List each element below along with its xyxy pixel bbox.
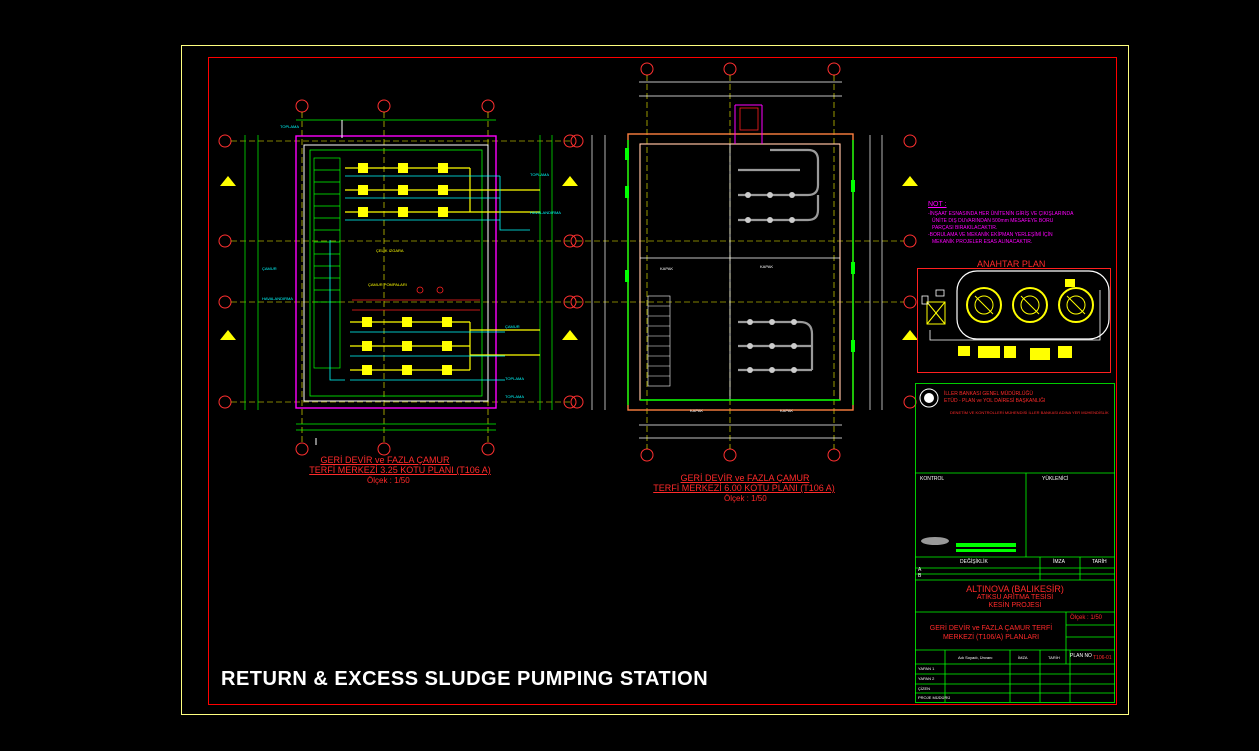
svg-text:TOPLAMA: TOPLAMA bbox=[280, 124, 299, 129]
drawing-banner-title: RETURN & EXCESS SLUDGE PUMPING STATION bbox=[221, 668, 709, 690]
project-type: KESİN PROJESİ bbox=[988, 602, 1042, 609]
svg-text:KAPAK: KAPAK bbox=[780, 408, 793, 413]
drawing-title-2: MERKEZİ (T106/A) PLANLARI bbox=[942, 634, 1040, 641]
left-plan-title-1: GERİ DEVİR ve FAZLA ÇAMUR bbox=[320, 455, 450, 465]
right-plan-title-1: GERİ DEVİR ve FAZLA ÇAMUR bbox=[680, 473, 810, 483]
svg-text:ÇELİK IZGARA: ÇELİK IZGARA bbox=[376, 248, 404, 253]
note-line-3: PARÇASI BIRAKILACAKTIR. bbox=[932, 225, 998, 231]
right-plan-scale: Ölçek : 1/50 bbox=[724, 494, 767, 503]
left-plan: TOPLAMA TOPLAMA HAVALANDIRMA ÇAMUR HAVALAN… bbox=[218, 99, 584, 456]
yapan-1-label: YAPAN 1 bbox=[918, 666, 935, 671]
signatory-col-date: TARİH bbox=[1048, 655, 1060, 660]
title-block-scale: Ölçek : 1/50 bbox=[1070, 615, 1103, 621]
note-line-1: -İNŞAAT ESNASINDA HER ÜNİTENİN GİRİŞ VE … bbox=[928, 211, 1074, 217]
plan-no-value: T106-01 bbox=[1093, 655, 1112, 661]
tarih-header: TARİH bbox=[1092, 559, 1107, 565]
plan-no-label: PLAN NO bbox=[1070, 653, 1092, 659]
outer-frame bbox=[181, 45, 1129, 715]
svg-text:HAVALANDIRMA: HAVALANDIRMA bbox=[530, 210, 561, 215]
note-line-5: MEKANİK PROJELER ESAS ALINACAKTIR. bbox=[932, 239, 1033, 245]
inner-frame bbox=[208, 57, 1117, 705]
org-logo bbox=[919, 388, 939, 408]
org-note: DENETİM VE KONTROLLERİ MÜHENDİSİ İLLER B… bbox=[950, 410, 1109, 415]
degisiklik-header: DEĞİŞİKLİK bbox=[960, 559, 988, 565]
drawing-title-1: GERİ DEVİR ve FAZLA ÇAMUR TERFİ bbox=[929, 625, 1053, 632]
signatory-col-name: Adı Soyadı, Ünvanı bbox=[958, 655, 993, 660]
title-block-frame bbox=[915, 383, 1115, 703]
right-plan-title-2: TERFİ MERKEZİ 6.00 KOTU PLANI (T106 A) bbox=[653, 483, 835, 493]
yapan-2-label: YAPAN 2 bbox=[918, 676, 935, 681]
key-plan bbox=[917, 268, 1111, 373]
imza-header: İMZA bbox=[1053, 559, 1065, 565]
org-name-1: İLLER BANKASI GENEL MÜDÜRLÜĞÜ bbox=[944, 391, 1034, 397]
note-line-2: ÜNİTE DIŞ DUVARINDAN 500mm MESAFEYE BORU bbox=[932, 218, 1054, 224]
left-plan-scale: Ölçek : 1/50 bbox=[367, 476, 410, 485]
note-line-4: -BORULAMA VE MEKANİK EKİPMAN YERLEŞİMİ İ… bbox=[928, 232, 1053, 238]
svg-text:ÇAMUR: ÇAMUR bbox=[505, 324, 520, 329]
svg-text:ÇAMUR: ÇAMUR bbox=[262, 266, 277, 271]
signatory-col-sign: İMZA bbox=[1018, 655, 1028, 660]
revision-b: B bbox=[918, 573, 922, 579]
svg-text:TOPLAMA: TOPLAMA bbox=[505, 376, 524, 381]
org-name-2: ETÜD - PLAN ve YOL DAİRESİ BAŞKANLIĞI bbox=[944, 398, 1046, 404]
svg-text:TOPLAMA: TOPLAMA bbox=[505, 394, 524, 399]
notes-heading: NOT : bbox=[928, 201, 947, 208]
proje-muduru-label: PROJE MÜDÜRÜ bbox=[918, 695, 951, 700]
yuklenici-label: YÜKLENİCİ bbox=[1042, 476, 1069, 482]
svg-text:ÇAMUR POMPALARI: ÇAMUR POMPALARI bbox=[368, 282, 407, 287]
svg-text:KAPAK: KAPAK bbox=[760, 264, 773, 269]
svg-text:TOPLAMA: TOPLAMA bbox=[530, 172, 549, 177]
revision-a: A bbox=[918, 567, 922, 573]
kontrol-label: KONTROL bbox=[920, 476, 945, 482]
cizen-label: ÇİZEN bbox=[918, 686, 930, 691]
project-place: ALTINOVA (BALIKESİR) bbox=[966, 584, 1064, 594]
title-block-bars bbox=[921, 537, 1016, 552]
left-plan-title-2: TERFİ MERKEZİ 3.25 KOTU PLANI (T106 A) bbox=[309, 465, 491, 475]
project-name: ATIKSU ARITMA TESİSİ bbox=[976, 594, 1054, 601]
key-plan-title: ANAHTAR PLAN bbox=[977, 259, 1046, 269]
svg-text:KAPAK: KAPAK bbox=[660, 266, 673, 271]
svg-text:KAPAK: KAPAK bbox=[690, 408, 703, 413]
svg-text:HAVALANDIRMA: HAVALANDIRMA bbox=[262, 296, 293, 301]
right-plan: KAPAK KAPAK KAPAK KAPAK bbox=[563, 62, 918, 462]
